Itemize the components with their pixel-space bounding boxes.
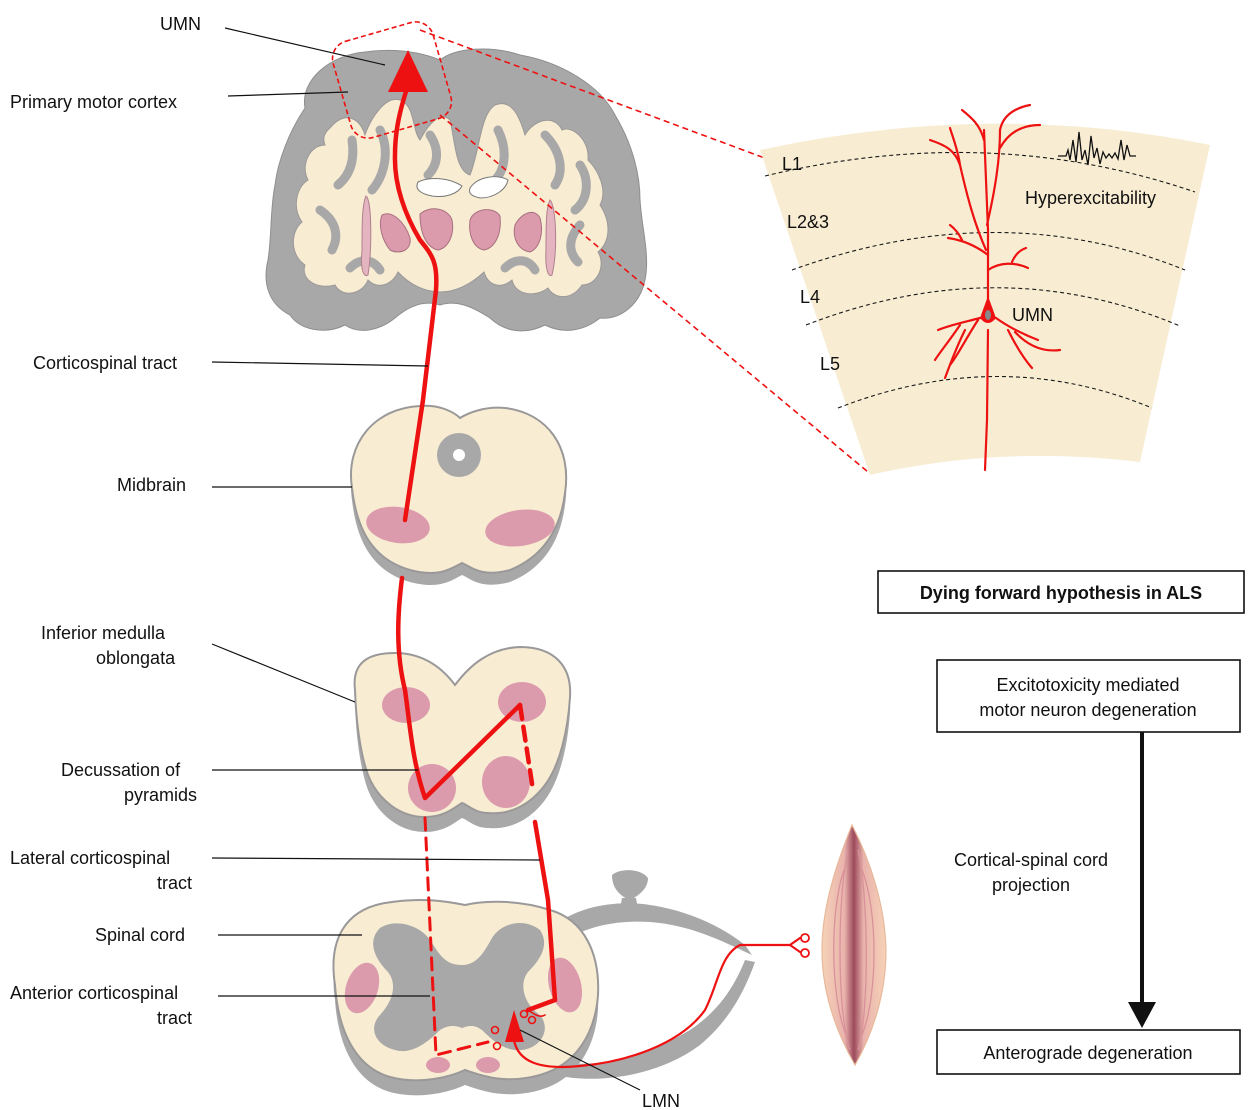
label-lateral-cst-tract: tract bbox=[157, 873, 192, 893]
medulla-section bbox=[355, 647, 571, 832]
hypothesis-title: Dying forward hypothesis in ALS bbox=[920, 583, 1202, 603]
medulla-body bbox=[355, 647, 571, 817]
brain-coronal-section bbox=[266, 18, 647, 331]
label-umn: UMN bbox=[160, 14, 201, 34]
label-corticospinal-tract: Corticospinal tract bbox=[33, 353, 177, 373]
midbrain-body bbox=[351, 406, 566, 573]
layer-label-l1: L1 bbox=[782, 154, 802, 174]
brain-white-matter bbox=[293, 99, 608, 296]
hypothesis-flow-panel: Dying forward hypothesis in ALS Excitoto… bbox=[878, 571, 1244, 1074]
layer-label-l4: L4 bbox=[800, 287, 820, 307]
anterograde-label: Anterograde degeneration bbox=[983, 1043, 1192, 1063]
medulla-right-pyramid bbox=[482, 756, 530, 808]
label-midbrain: Midbrain bbox=[117, 475, 186, 495]
projection-arrowhead bbox=[1128, 1002, 1156, 1028]
label-spinal-cord: Spinal cord bbox=[95, 925, 185, 945]
inset-umn-label: UMN bbox=[1012, 305, 1053, 325]
midbrain-section bbox=[351, 406, 566, 585]
neuromuscular-junction bbox=[801, 949, 809, 957]
label-decussation: Decussation of bbox=[61, 760, 181, 780]
cerebral-aqueduct bbox=[453, 449, 465, 461]
excitotoxicity-box bbox=[937, 660, 1240, 732]
left-claustrum bbox=[361, 196, 370, 276]
label-lmn: LMN bbox=[642, 1091, 680, 1110]
umn-leader bbox=[225, 28, 385, 65]
projection-label-line1: Cortical-spinal cord bbox=[954, 850, 1108, 870]
layer-label-l5: L5 bbox=[820, 354, 840, 374]
muscle-belly bbox=[822, 825, 886, 1065]
lateral-cst-leader bbox=[212, 858, 540, 860]
spinal-left-anterior-tract bbox=[426, 1057, 450, 1073]
label-pyramids: pyramids bbox=[124, 785, 197, 805]
layer-label-l2-3: L2&3 bbox=[787, 212, 829, 232]
medulla-leader bbox=[212, 644, 355, 702]
right-claustrum bbox=[546, 200, 556, 276]
neuromuscular-junction bbox=[801, 934, 809, 942]
lmn-axon-branch bbox=[790, 945, 800, 952]
label-anterior-cst: Anterior corticospinal bbox=[10, 983, 178, 1003]
skeletal-muscle bbox=[822, 825, 886, 1065]
label-lateral-cst: Lateral corticospinal bbox=[10, 848, 170, 868]
label-oblongata: oblongata bbox=[96, 648, 176, 668]
spinal-right-anterior-tract bbox=[476, 1057, 500, 1073]
label-primary-motor-cortex: Primary motor cortex bbox=[10, 92, 177, 112]
neuron-nucleus bbox=[985, 310, 991, 320]
label-anterior-cst-tract: tract bbox=[157, 1008, 192, 1028]
projection-label-line2: projection bbox=[992, 875, 1070, 895]
label-inferior-medulla: Inferior medulla bbox=[41, 623, 166, 643]
hyperexcitability-label: Hyperexcitability bbox=[1025, 188, 1156, 208]
corticospinal-leader bbox=[212, 362, 428, 366]
cortical-layers-inset: L1 L2&3 L4 L5 Hyperexcitability UMN bbox=[760, 105, 1210, 475]
spinal-cord-section bbox=[333, 870, 755, 1095]
excitotoxicity-line2: motor neuron degeneration bbox=[979, 700, 1196, 720]
excitotoxicity-line1: Excitotoxicity mediated bbox=[996, 675, 1179, 695]
